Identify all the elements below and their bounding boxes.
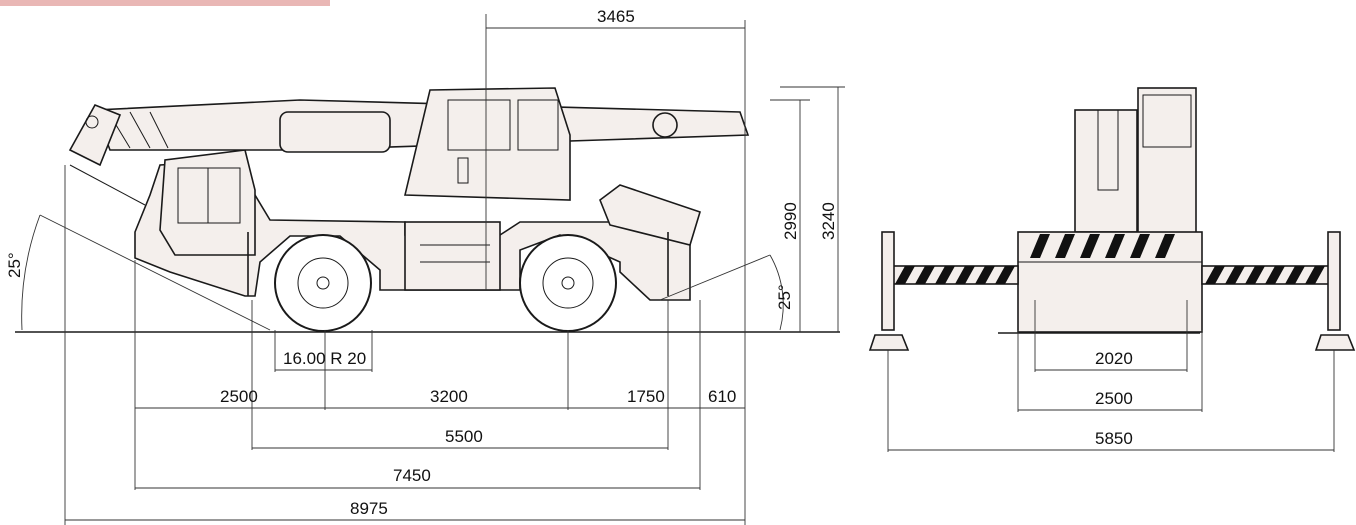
side-view: 3465 2990 3240 25° 25° 16.00 R 20 2500 3… (5, 7, 845, 525)
outrigger-stripes (895, 266, 1325, 284)
label-angle-front: 25° (5, 252, 24, 278)
front-view: 2020 2500 5850 (868, 87, 1356, 452)
label-8975: 8975 (350, 499, 388, 518)
counterweight (599, 184, 701, 246)
front-wheel (274, 234, 372, 332)
label-angle-rear: 25° (775, 284, 794, 310)
rear-departure-angle-line (659, 254, 771, 301)
front-hazard-stripes (1030, 234, 1175, 258)
label-3200: 3200 (430, 387, 468, 406)
header-strip (0, 0, 330, 6)
front-boom-block (1074, 109, 1138, 233)
label-2500-side: 2500 (220, 387, 258, 406)
label-2500-front: 2500 (1095, 389, 1133, 408)
rear-wheel (519, 234, 617, 332)
label-610: 610 (708, 387, 736, 406)
label-3240: 3240 (819, 202, 838, 240)
label-2020: 2020 (1095, 349, 1133, 368)
right-outrigger-pad (1314, 334, 1356, 351)
left-outrigger-leg (881, 231, 895, 331)
operator-cab (403, 87, 571, 201)
right-outrigger-leg (1327, 231, 1341, 331)
left-outrigger-pad (868, 334, 910, 351)
label-5850: 5850 (1095, 429, 1133, 448)
front-cab (1137, 87, 1197, 234)
label-7450: 7450 (393, 466, 431, 485)
driver-cab (159, 149, 256, 256)
label-3465: 3465 (597, 7, 635, 26)
front-approach-angle-line (39, 214, 271, 331)
boom-pivot (652, 112, 678, 138)
boom-head (68, 103, 146, 206)
label-1750: 1750 (627, 387, 665, 406)
label-2990: 2990 (781, 202, 800, 240)
label-tyre: 16.00 R 20 (283, 349, 366, 368)
label-5500: 5500 (445, 427, 483, 446)
